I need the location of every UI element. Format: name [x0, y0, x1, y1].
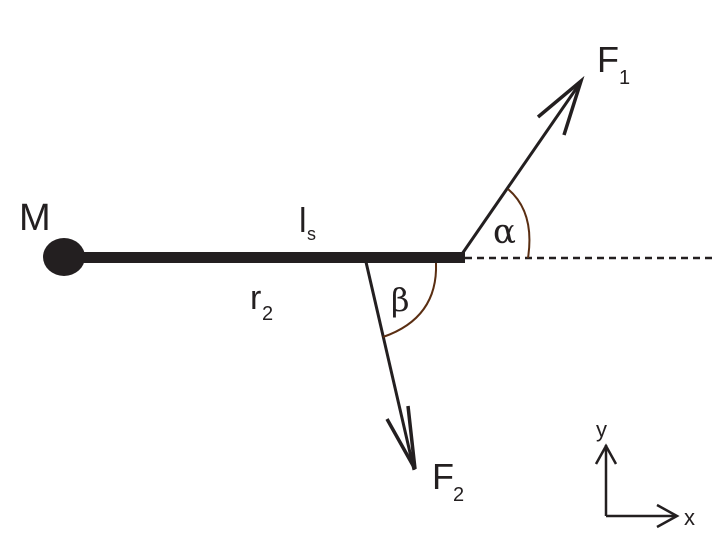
force-f1-arrowhead — [536, 75, 585, 136]
length-label-subscript: s — [307, 224, 316, 244]
angle-beta-label: β — [391, 281, 410, 319]
radius-label: r — [250, 279, 261, 317]
force-f1-label: F — [597, 39, 619, 80]
radius-label-subscript: 2 — [262, 303, 273, 325]
force-f2-label-subscript: 2 — [453, 484, 464, 506]
rod — [64, 252, 465, 263]
angle-beta-arc — [382, 262, 438, 338]
force-f2-label: F — [432, 456, 454, 497]
axis-x-arrowhead — [656, 503, 680, 529]
angle-alpha-label: α — [493, 212, 516, 252]
axis-x-label: x — [684, 505, 695, 530]
length-label: l — [299, 202, 307, 240]
force-f2-arrow — [364, 261, 416, 471]
force-f2-arrowhead — [385, 405, 417, 470]
force-f1-arrow — [460, 85, 580, 255]
axis-y-label: y — [596, 417, 607, 442]
force-f1-label-subscript: 1 — [619, 67, 630, 89]
angle-alpha-arc — [507, 188, 531, 259]
axis-y-arrowhead — [594, 443, 618, 465]
mass-label: M — [19, 197, 51, 239]
